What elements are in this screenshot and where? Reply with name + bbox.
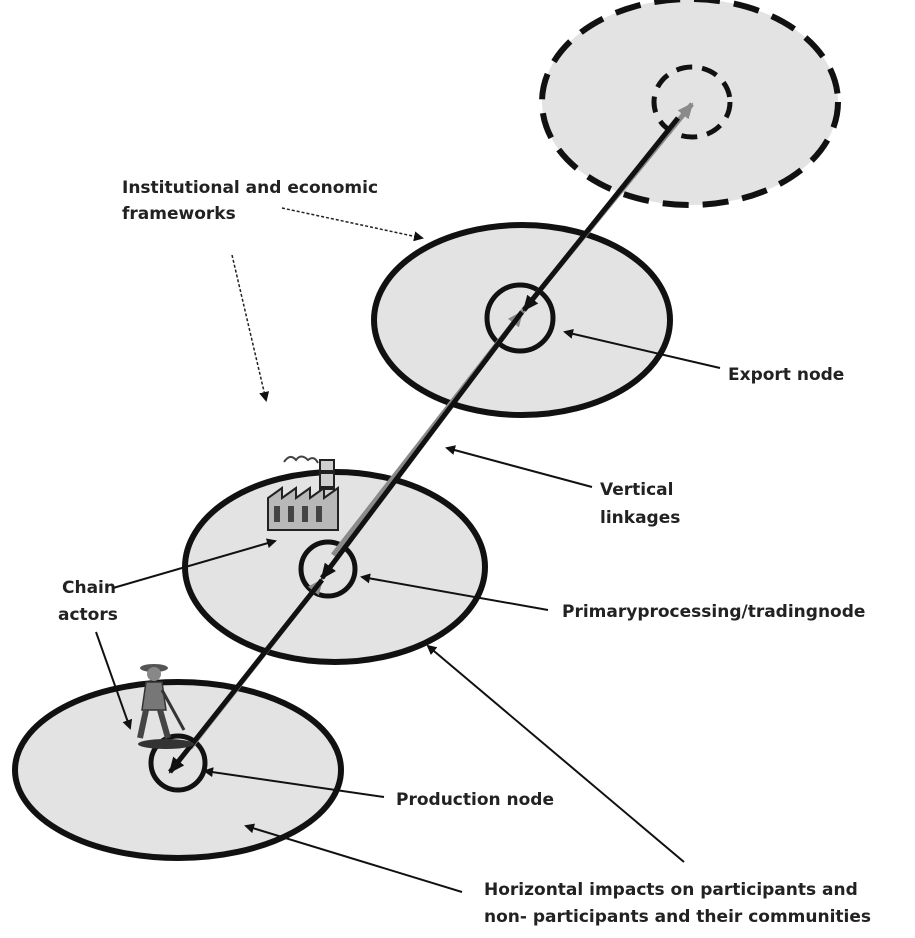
horizontal-impacts-pointer-primary xyxy=(428,646,684,862)
primary-processing-node-label: Primaryprocessing/tradingnode xyxy=(562,602,865,622)
vertical-linkages-label: linkages xyxy=(600,508,680,528)
frameworks-label: frameworks xyxy=(122,204,236,224)
horizontal-impacts-label: non- participants and their communities xyxy=(484,907,871,927)
frameworks-pointer-down xyxy=(232,255,266,400)
frameworks-pointer-to-export xyxy=(282,208,422,238)
factory-icon xyxy=(268,457,338,531)
chain-actors-label: Chain xyxy=(62,578,116,598)
production-node-ellipse xyxy=(15,682,341,858)
frameworks-label: Institutional and economic xyxy=(122,178,378,198)
horizontal-impacts-label: Horizontal impacts on participants and xyxy=(484,880,858,900)
vertical-linkages-pointer xyxy=(447,448,592,487)
vertical-linkages-label: Vertical xyxy=(600,480,673,500)
chain-actors-label: actors xyxy=(58,605,118,625)
export-node-ellipse xyxy=(374,225,670,415)
horizontal-impacts-pointer-production xyxy=(246,826,462,892)
production-node-label: Production node xyxy=(396,790,554,810)
export-node-label: Export node xyxy=(728,365,844,385)
